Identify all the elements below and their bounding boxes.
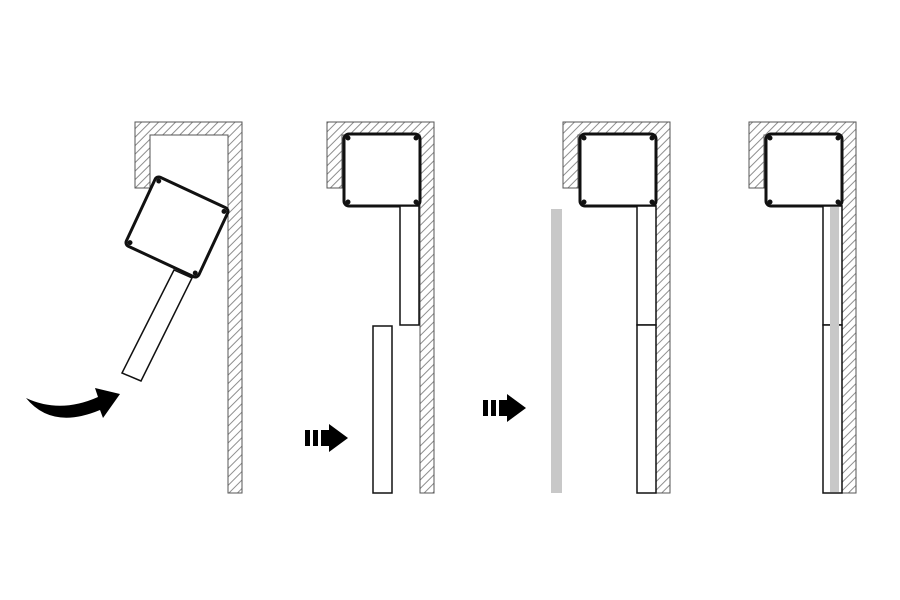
- dashed-arrow-icon: [305, 424, 348, 452]
- wall-bracket: [134, 121, 243, 494]
- upper-panel: [636, 205, 657, 326]
- cassette-box: [764, 132, 844, 208]
- step-2: [305, 121, 435, 494]
- lower-panel: [636, 324, 657, 494]
- curved-arrow-icon: [26, 388, 120, 418]
- upper-panel: [399, 205, 420, 326]
- dashed-arrow-icon: [483, 394, 526, 422]
- screen-panel-tilted: [120, 269, 194, 382]
- cassette-box: [342, 132, 422, 208]
- cassette-box: [578, 132, 658, 208]
- step-4: [748, 121, 857, 494]
- step-3: [483, 121, 671, 494]
- step-1: [26, 121, 243, 494]
- filler-strip-installed: [830, 207, 839, 492]
- filler-strip-loose: [551, 209, 562, 493]
- lower-panel-loose: [372, 325, 393, 494]
- cassette-box-tilted: [124, 175, 230, 279]
